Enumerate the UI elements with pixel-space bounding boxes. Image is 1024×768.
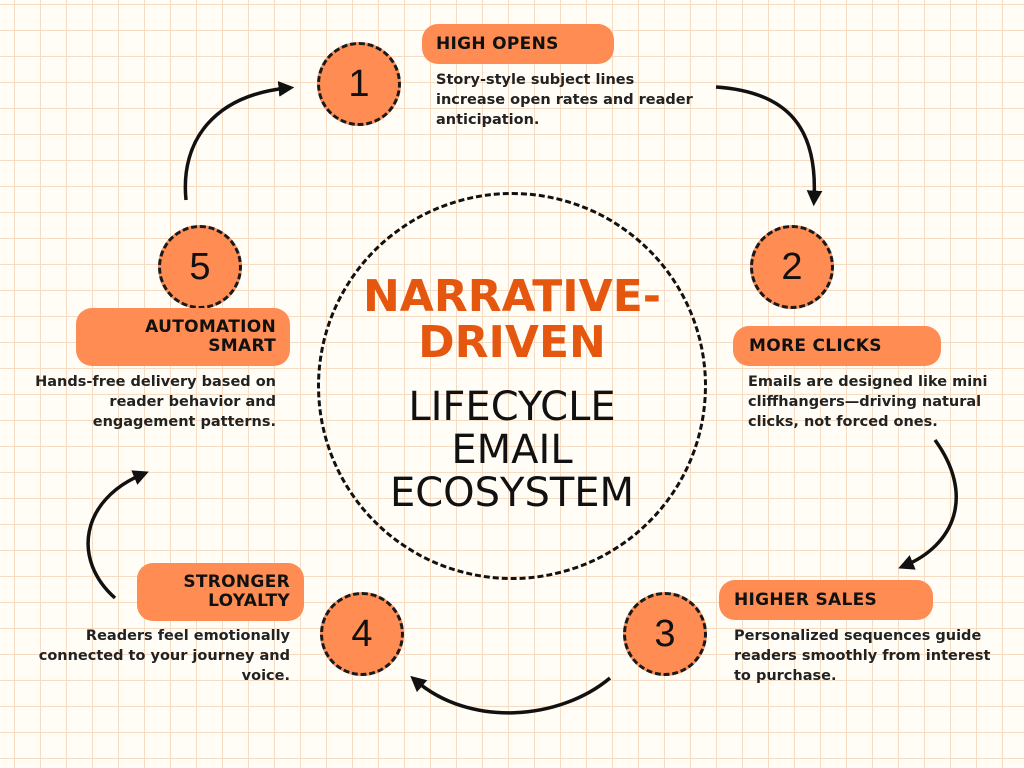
step-3-description: Personalized sequences guide readers smo…	[734, 626, 990, 686]
step-2-heading: MORE CLICKS	[733, 326, 941, 366]
step-2-description: Emails are designed like mini cliffhange…	[748, 372, 987, 432]
step-heading-line: STRONGER	[183, 572, 290, 592]
description-line: cliffhangers—driving natural	[748, 394, 982, 410]
description-line: Personalized sequences guide	[734, 628, 982, 644]
description-line: engagement patterns.	[92, 414, 276, 430]
description-line: connected to your journey and	[38, 648, 290, 664]
description-line: Hands-free delivery based on	[35, 374, 276, 390]
description-line: reader behavior and	[109, 394, 276, 410]
center-subtitle: ECOSYSTEM	[389, 470, 635, 516]
description-line: Emails are designed like mini	[748, 374, 988, 390]
description-line: to purchase.	[734, 668, 837, 684]
step-heading-line: MORE CLICKS	[749, 335, 882, 356]
curved-arrow-icon	[410, 675, 612, 715]
step-3-number: 3	[623, 592, 707, 676]
step-5-number: 5	[158, 225, 242, 309]
description-line: clicks, not forced ones.	[748, 414, 938, 430]
step-heading-line: SMART	[208, 336, 276, 356]
step-5-heading: AUTOMATION SMART	[76, 308, 290, 366]
step-heading-line: HIGHER SALES	[734, 589, 878, 610]
description-line: voice.	[241, 668, 290, 684]
curved-arrow-icon	[898, 438, 958, 570]
step-4-description: Readers feel emotionally connected to yo…	[20, 626, 290, 686]
curved-arrow-icon	[86, 470, 149, 600]
center-title: DRIVEN	[418, 317, 606, 368]
curved-arrow-icon	[183, 81, 295, 201]
step-4-number: 4	[320, 592, 404, 676]
description-line: Story-style subject lines	[436, 72, 635, 88]
description-line: readers smoothly from interest	[734, 648, 991, 664]
curved-arrow-icon	[715, 85, 823, 207]
step-1-description: Story-style subject lines increase open …	[436, 70, 693, 130]
center-ring	[317, 192, 707, 580]
step-2-number: 2	[750, 225, 834, 309]
step-5-description: Hands-free delivery based on reader beha…	[20, 372, 276, 432]
step-1-heading: HIGH OPENS	[422, 24, 614, 64]
step-heading-line: AUTOMATION	[145, 317, 276, 337]
step-heading-line: LOYALTY	[208, 591, 290, 611]
step-3-heading: HIGHER SALES	[719, 580, 933, 620]
description-line: anticipation.	[436, 112, 540, 128]
center-subtitle: LIFECYCLE	[408, 384, 616, 430]
step-heading-line: HIGH OPENS	[436, 33, 559, 54]
center-subtitle: EMAIL	[451, 427, 573, 473]
description-line: increase open rates and reader	[436, 92, 693, 108]
center-title: NARRATIVE-	[362, 271, 662, 322]
step-1-number: 1	[317, 42, 401, 126]
description-line: Readers feel emotionally	[85, 628, 290, 644]
step-4-heading: STRONGER LOYALTY	[137, 563, 304, 621]
